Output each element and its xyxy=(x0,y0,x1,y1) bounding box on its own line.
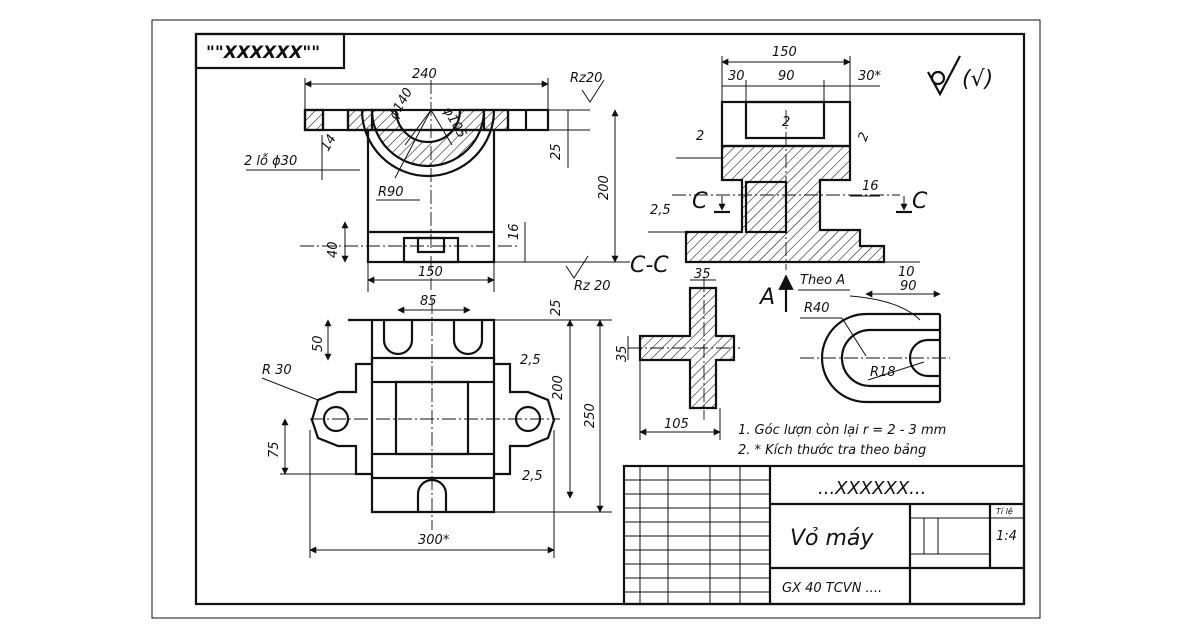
title-block: ...XXXXXX... Vỏ máy GX 40 TCVN .... Tỉ l… xyxy=(622,464,1026,606)
dim-90-view-a: 90 xyxy=(900,279,917,294)
dim-105: 105 xyxy=(664,417,689,432)
dim-phi140: ϕ140 xyxy=(386,86,416,122)
note-1: 1. Góc lượn còn lại r = 2 - 3 mm xyxy=(738,423,946,438)
section-label: C-C xyxy=(630,253,669,278)
roughness-rz20: Rz20 xyxy=(570,71,602,86)
view-a: A Theo A 90 R40 R18 xyxy=(758,273,950,404)
dim-50: 50 xyxy=(311,335,326,352)
dim-240: 240 xyxy=(412,67,437,82)
surface-25c: 2,5 xyxy=(522,469,543,484)
dim-r90: R90 xyxy=(378,185,404,200)
dim-300: 300* xyxy=(418,533,450,548)
dim-30b: 30* xyxy=(858,69,882,84)
dim-35b: 35 xyxy=(615,345,630,362)
surface-2c: 2 xyxy=(856,130,873,143)
dim-r40: R40 xyxy=(804,301,830,316)
drawing-code: ...XXXXXX... xyxy=(818,478,926,499)
roughness-rz20-bottom: Rz 20 xyxy=(574,279,611,294)
dim-hole: 2 lỗ ϕ30 xyxy=(244,154,297,169)
dim-150: 150 xyxy=(418,265,443,280)
dim-top-150: 150 xyxy=(772,45,797,60)
cut-c-left: C xyxy=(692,189,708,214)
dim-40: 40 xyxy=(326,241,341,258)
sheet-inner-border xyxy=(194,32,1026,606)
surface-25: 2,5 xyxy=(650,203,671,218)
dim-35a: 35 xyxy=(694,267,711,282)
cut-c-right: C xyxy=(912,189,928,214)
arrow-a-label: A xyxy=(758,285,775,310)
dim-200: 200 xyxy=(597,175,612,200)
dim-200-top: 200 xyxy=(551,375,566,400)
surface-25b: 2,5 xyxy=(520,353,541,368)
sheet-outer-border xyxy=(151,19,1041,619)
dim-16: 16 xyxy=(507,223,522,240)
dim-10: 10 xyxy=(898,265,915,280)
front-view: 240 2 lỗ ϕ30 14 ϕ140 ϕ105 R90 25 200 40 … xyxy=(244,67,630,294)
dim-90: 90 xyxy=(778,69,795,84)
section-c-c: C-C 35 35 105 xyxy=(615,253,740,440)
drawing-title: Vỏ máy xyxy=(790,526,874,551)
dim-25-vertical: 25 xyxy=(549,299,564,316)
side-section-view: 150 30 90 30* 2 2 2 2,5 16 10 C C xyxy=(648,45,928,280)
dim-250: 250 xyxy=(583,403,598,428)
dim-16-right: 16 xyxy=(862,179,879,194)
dim-30a: 30 xyxy=(728,69,745,84)
dim-85: 85 xyxy=(420,294,437,309)
theo-a-label: Theo A xyxy=(800,273,845,288)
surface-2a: 2 xyxy=(696,129,704,144)
stamp-box xyxy=(194,32,346,70)
dim-r30: R 30 xyxy=(262,363,292,378)
scale-value: 1:4 xyxy=(996,529,1017,544)
top-view: 85 25 50 R 30 2,5 2,5 200 250 75 300* xyxy=(261,294,612,558)
dim-r18: R18 xyxy=(870,365,896,380)
dim-75: 75 xyxy=(267,441,282,458)
roughness-symbol: (√) xyxy=(962,67,993,92)
surface-2b: 2 xyxy=(782,115,790,130)
dim-25: 25 xyxy=(549,143,564,160)
stamp-text: ""XXXXXX"" xyxy=(206,43,320,63)
standard-label: GX 40 TCVN .... xyxy=(782,581,882,596)
scale-label: Tỉ lệ xyxy=(996,506,1013,516)
note-2: 2. * Kích thước tra theo bảng xyxy=(738,443,926,458)
dim-14: 14 xyxy=(318,132,339,154)
